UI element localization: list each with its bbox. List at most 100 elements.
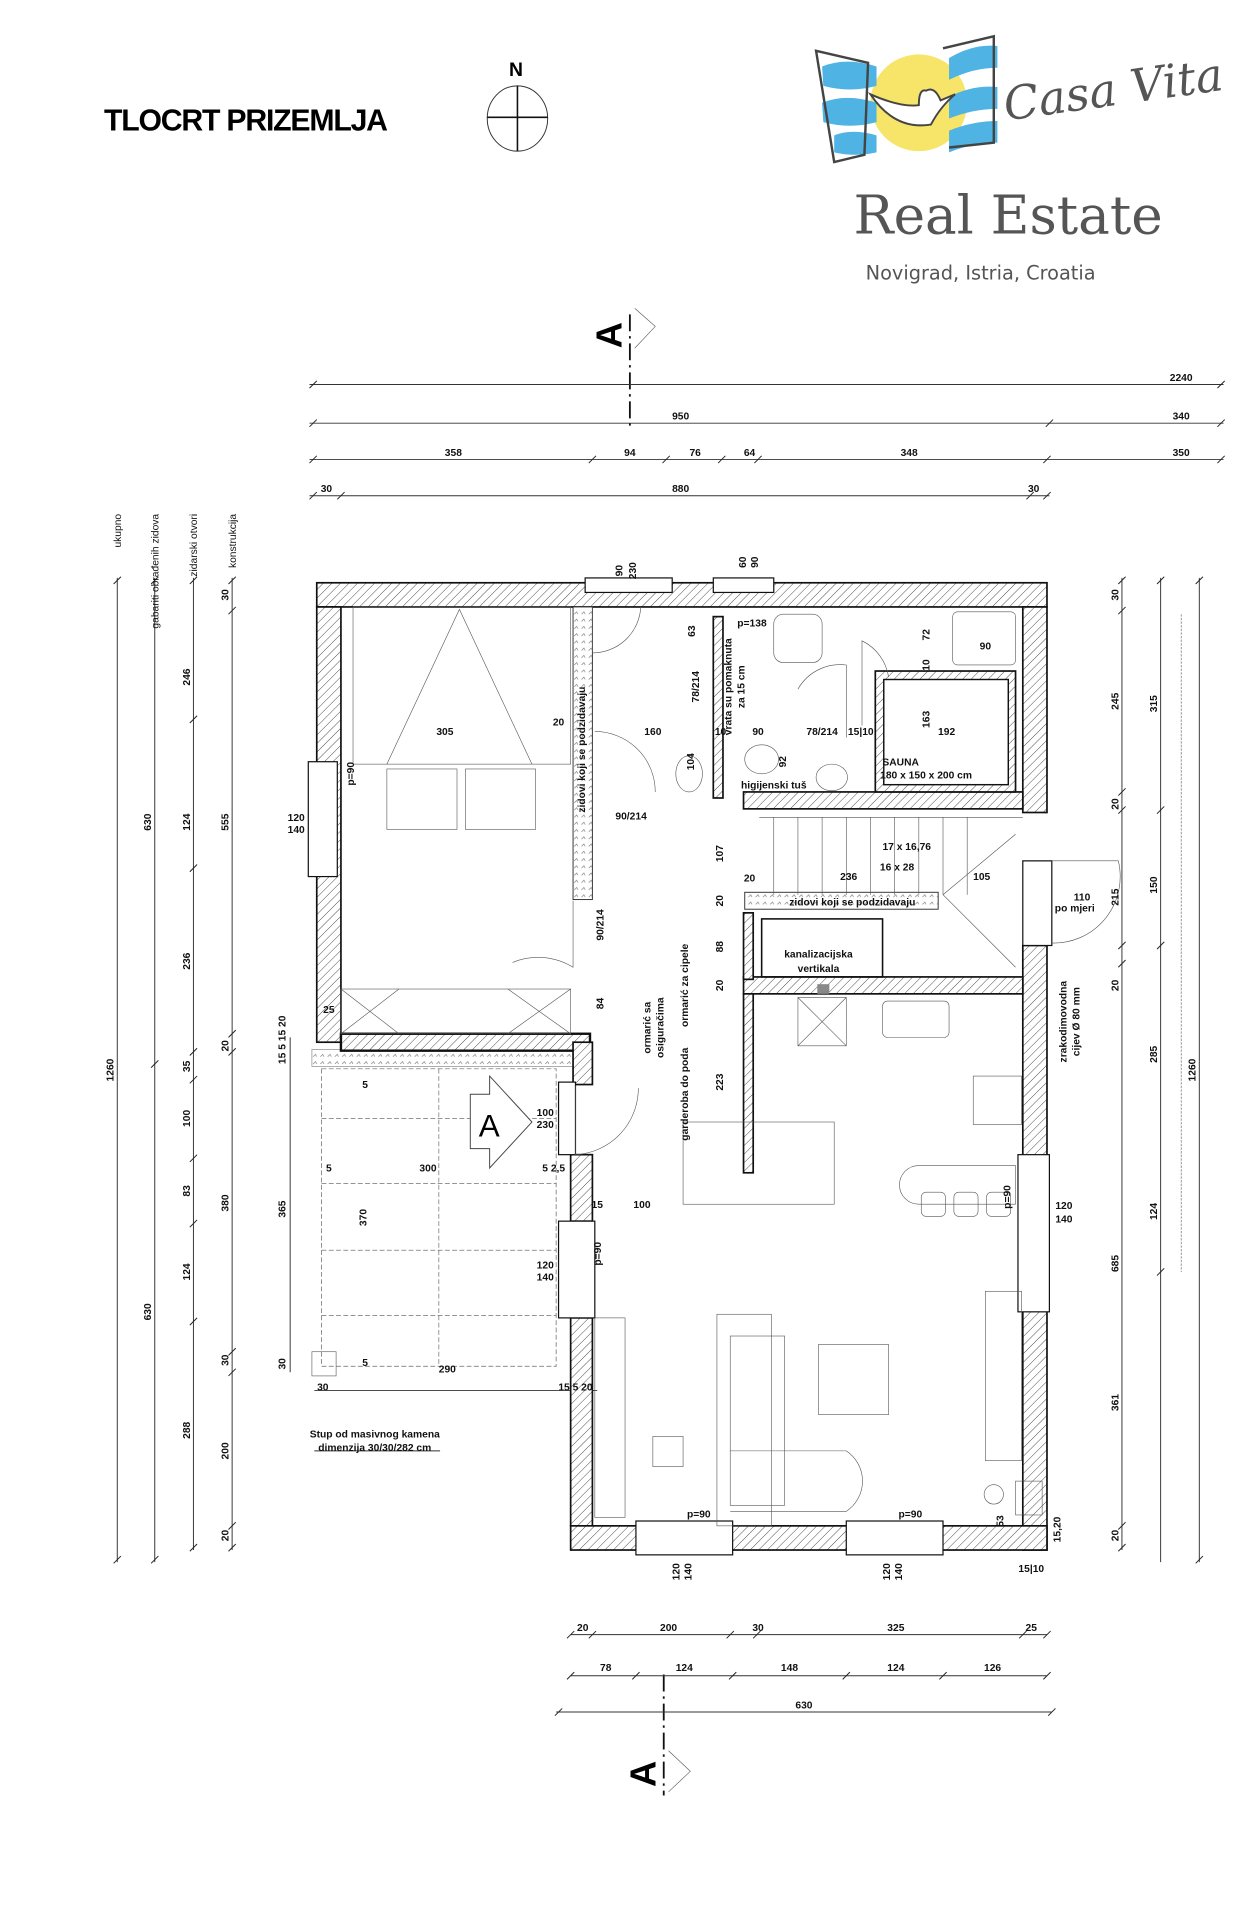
dimension-tick <box>228 1047 237 1056</box>
plan-labels-label: 5 2,5 <box>542 1164 565 1175</box>
plan-labels-label: 5 <box>326 1164 332 1175</box>
plan-labels-label: 140 <box>288 825 305 836</box>
dims-top-label: 76 <box>689 448 701 459</box>
dimension-tick <box>566 1671 575 1680</box>
plan-labels-label: 60 <box>738 556 749 568</box>
dims-left-label: 30 <box>220 589 231 601</box>
dims-top-label: 348 <box>901 448 918 459</box>
plan-labels-label: 223 <box>715 1073 726 1090</box>
plan-labels-label: cijev Ø 80 mm <box>1072 987 1083 1056</box>
plan-labels-label: po mjeri <box>1055 904 1095 915</box>
dimension-tick <box>1043 455 1051 464</box>
dimension-tick <box>939 1671 947 1680</box>
casa-vita-logo: Casa Vita Real Estate Novigrad, Istria, … <box>814 34 1226 284</box>
dims-left-label: 124 <box>182 1263 193 1280</box>
dimension-tick <box>1156 1267 1165 1276</box>
dimension-tick <box>566 1630 575 1639</box>
plan-labels-label: vertikala <box>798 964 840 975</box>
dims-bottom-label: 325 <box>887 1623 904 1634</box>
dimension-tick <box>309 455 318 464</box>
dims-left-label: 20 <box>220 1530 231 1542</box>
plan-labels-label: 53 <box>995 1515 1006 1527</box>
dims-left-label: 246 <box>182 668 193 685</box>
dims-top-label: 64 <box>744 448 756 459</box>
dimension-tick <box>189 864 198 873</box>
plan-labels-label: 63 <box>687 625 698 637</box>
plan-labels-label: 370 <box>358 1209 369 1226</box>
dimension-tick <box>662 455 671 464</box>
dimension-tick <box>1156 576 1165 585</box>
plan-labels-label: 20 <box>553 717 565 728</box>
plan-labels-label: kanalizacijska <box>784 950 853 961</box>
plan-labels-label: SAUNA <box>882 757 919 768</box>
plan-labels-label: 305 <box>436 727 453 738</box>
plan-labels-label: p=138 <box>737 618 767 629</box>
plan-labels-label: 140 <box>537 1272 554 1283</box>
openings <box>307 577 1121 1556</box>
plan-labels-label: zidovi koji se podzidavaju <box>577 687 588 813</box>
terrace: A <box>311 1049 591 1377</box>
dimension-tick <box>189 1047 198 1056</box>
dims-bottom-label: 30 <box>752 1623 764 1634</box>
dimension-tick <box>228 1347 237 1356</box>
dimension-tick <box>1117 1543 1126 1552</box>
plan-labels-label: 120 <box>1055 1201 1072 1212</box>
plan-labels-label: 90/214 <box>595 909 606 941</box>
dimension-tick <box>1018 1630 1027 1639</box>
plan-labels-label: p=90 <box>346 762 357 786</box>
dims-bottom-label: 25 <box>1026 1623 1038 1634</box>
plan-title: TLOCRT PRIZEMLJA <box>104 105 388 138</box>
dims-bottom-label: 124 <box>676 1663 693 1674</box>
plan-labels-label: 140 <box>894 1563 905 1580</box>
dimension-tick <box>1217 380 1226 389</box>
plan-labels-label: 120 <box>882 1563 893 1580</box>
dims-top-label: 880 <box>672 484 689 495</box>
plan-labels-label: 290 <box>439 1364 456 1375</box>
dims-right-label: 1260 <box>1188 1058 1199 1081</box>
section-marker-bottom: A <box>622 1674 691 1796</box>
plan-labels-label: 25 <box>323 1005 335 1016</box>
left-headers-label: konstrukcija <box>228 514 239 568</box>
plan-labels-label: 104 <box>686 753 697 770</box>
plan-labels-label: 120 <box>537 1260 554 1271</box>
plan-labels-label: 120 <box>288 813 305 824</box>
dimension-tick <box>752 1630 761 1639</box>
dimension-tick <box>189 1075 198 1084</box>
plan-labels-label: 90 <box>752 727 764 738</box>
dims-left-label: 236 <box>182 952 193 969</box>
dims-left-label: 380 <box>220 1194 231 1211</box>
plan-labels-label: 90 <box>980 641 992 652</box>
dims-left-label: 83 <box>182 1185 193 1197</box>
plan-labels-label: za 15 cm <box>737 665 748 708</box>
left-headers-label: ukupno <box>113 514 124 548</box>
plan-labels-label: 90 <box>750 556 761 568</box>
dimension-tick <box>228 606 237 615</box>
plan-labels-label: 365 <box>277 1200 288 1217</box>
plan-labels-label: 20 <box>715 979 726 991</box>
plan-labels-label: 72 <box>922 629 933 641</box>
dims-left-label: 1260 <box>106 1058 117 1081</box>
dimension-tick <box>1117 806 1126 815</box>
dimension-tick <box>189 1317 198 1326</box>
dims-right-label: 30 <box>1110 589 1121 601</box>
dimension-tick <box>150 1060 159 1068</box>
dimension-tick <box>842 1671 851 1680</box>
plan-labels-label: 192 <box>938 727 955 738</box>
dims-left-label: 35 <box>182 1060 193 1072</box>
dimension-tick <box>728 1671 737 1680</box>
dimension-tick <box>1156 806 1165 815</box>
plan-labels-label: zrakodimovodna <box>1058 981 1069 1063</box>
dims-top-label: 340 <box>1173 412 1190 423</box>
dims-left-label: 630 <box>143 813 154 830</box>
plan-labels-label: 92 <box>778 756 789 768</box>
dims-right-label: 20 <box>1110 979 1121 991</box>
dimension-tick <box>309 419 318 428</box>
plan-labels-label: 88 <box>715 941 726 953</box>
dims-bottom-label: 124 <box>887 1663 904 1674</box>
dims-right-label: 315 <box>1149 695 1160 712</box>
dims-bottom-label: 78 <box>600 1663 612 1674</box>
dimension-tick <box>1026 491 1035 500</box>
plan-labels-label: 180 x 150 x 200 cm <box>880 771 972 782</box>
dimension-tick <box>309 491 318 500</box>
plan-labels-label: 16 x 28 <box>880 863 915 874</box>
